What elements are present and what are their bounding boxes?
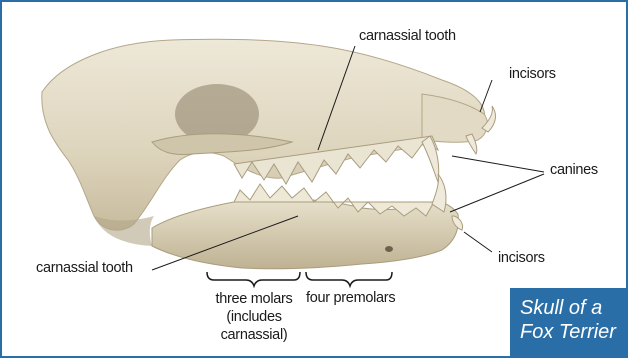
premolars-brace xyxy=(306,272,392,286)
label-incisors-top: incisors xyxy=(509,66,556,82)
title-line-1: Skull of a xyxy=(520,296,626,320)
molars-line-3: carnassial) xyxy=(200,326,308,344)
molars-line-1: three molars xyxy=(200,290,308,308)
leader-canine-lower xyxy=(450,174,544,212)
leader-incisors-bottom xyxy=(464,232,492,252)
label-carnassial-tooth-top: carnassial tooth xyxy=(359,28,456,44)
label-canines: canines xyxy=(550,162,598,178)
label-three-molars: three molars (includes carnassial) xyxy=(200,290,308,344)
upper-canine xyxy=(422,136,439,182)
leader-incisors-top xyxy=(480,80,492,112)
label-incisors-bottom: incisors xyxy=(498,250,545,266)
molars-line-2: (includes xyxy=(200,308,308,326)
label-carnassial-tooth-bottom: carnassial tooth xyxy=(36,260,133,276)
figure-title: Skull of a Fox Terrier xyxy=(510,288,626,356)
molars-brace xyxy=(207,272,300,286)
mental-foramen xyxy=(385,246,393,252)
label-four-premolars: four premolars xyxy=(306,290,395,306)
title-line-2: Fox Terrier xyxy=(520,320,626,344)
leader-canine-upper xyxy=(452,156,544,172)
